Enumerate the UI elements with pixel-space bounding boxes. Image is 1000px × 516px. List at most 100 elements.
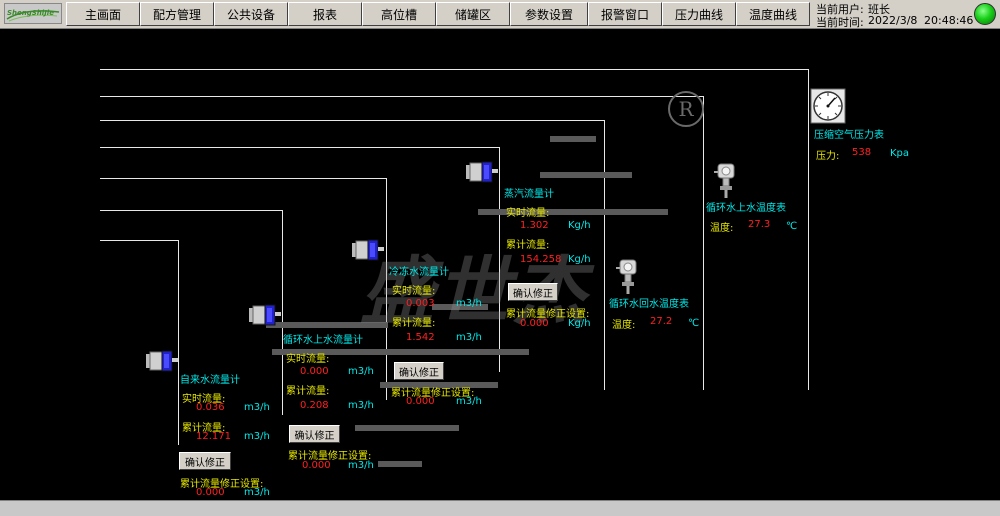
unit-label: m3/h bbox=[348, 400, 374, 411]
pipe-steam-h bbox=[100, 147, 500, 148]
pressure-label: 压力: bbox=[816, 151, 840, 162]
unit-label: Kg/h bbox=[568, 318, 591, 329]
pipe-circ-supply-flow-h bbox=[100, 210, 283, 211]
flowmeter-icon bbox=[249, 304, 281, 326]
meter-title-chilled-water: 冷冻水流量计 bbox=[389, 267, 449, 278]
pipe-compressed-air-h bbox=[100, 69, 809, 70]
unit-label: m3/h bbox=[456, 332, 482, 343]
correction-setting-label: 累计流量修正设置: bbox=[391, 388, 475, 399]
meter-title-steam: 蒸汽流量计 bbox=[504, 189, 554, 200]
nav-recipe-management[interactable]: 配方管理 bbox=[140, 2, 214, 26]
decor-bar bbox=[378, 461, 422, 467]
unit-label: m3/h bbox=[244, 431, 270, 442]
total-flow-value: 154.258 bbox=[520, 254, 562, 265]
pipe-circ-supply-flow-v bbox=[282, 210, 283, 415]
temperature-label: 温度: bbox=[612, 320, 636, 331]
temp-title-circ-return: 循环水回水温度表 bbox=[609, 299, 689, 310]
status-indicator-icon bbox=[974, 3, 996, 25]
confirm-correction-button[interactable]: 确认修正 bbox=[289, 425, 340, 443]
nav-pressure-curve[interactable]: 压力曲线 bbox=[662, 2, 736, 26]
nav-report[interactable]: 报表 bbox=[288, 2, 362, 26]
flowmeter-icon bbox=[352, 239, 384, 261]
nav-parameter-settings[interactable]: 参数设置 bbox=[510, 2, 588, 26]
current-user-value: 班长 bbox=[868, 3, 890, 16]
temperature-sensor-icon bbox=[616, 259, 637, 294]
correction-setting-value[interactable]: 0.000 bbox=[406, 396, 435, 407]
realtime-flow-value: 0.000 bbox=[300, 366, 329, 377]
correction-setting-value[interactable]: 0.000 bbox=[520, 318, 549, 329]
decor-bar bbox=[550, 136, 596, 142]
nav-temperature-curve[interactable]: 温度曲线 bbox=[736, 2, 810, 26]
confirm-correction-button[interactable]: 确认修正 bbox=[179, 452, 231, 470]
nav-public-equipment[interactable]: 公共设备 bbox=[214, 2, 288, 26]
current-time-value: 20:48:46 bbox=[924, 14, 974, 27]
decor-bar bbox=[272, 349, 529, 355]
current-date-value: 2022/3/8 bbox=[868, 14, 918, 27]
decor-bar bbox=[266, 322, 388, 328]
nav-alarm-window[interactable]: 报警窗口 bbox=[588, 2, 662, 26]
decor-bar bbox=[478, 209, 668, 215]
nav-tank-farm[interactable]: 储罐区 bbox=[436, 2, 510, 26]
pipe-chilled-water-h bbox=[100, 178, 387, 179]
pipe-compressed-air-v bbox=[808, 69, 809, 390]
pressure-unit: Kpa bbox=[890, 148, 910, 159]
temperature-sensor-icon bbox=[714, 163, 735, 198]
meter-title-tap-water: 自来水流量计 bbox=[180, 375, 240, 386]
decor-bar bbox=[380, 382, 498, 388]
pipe-circ-return-temp-v bbox=[604, 120, 605, 390]
decor-bar bbox=[355, 425, 459, 431]
correction-setting-label: 累计流量修正设置: bbox=[180, 479, 264, 490]
unit-label: m3/h bbox=[244, 402, 270, 413]
total-flow-label: 累计流量: bbox=[182, 423, 226, 434]
unit-celsius: ℃ bbox=[688, 318, 700, 329]
correction-setting-label: 累计流量修正设置: bbox=[288, 451, 372, 462]
pressure-gauge-icon bbox=[810, 88, 846, 124]
confirm-correction-button[interactable]: 确认修正 bbox=[394, 362, 444, 380]
pressure-value: 538 bbox=[852, 147, 872, 158]
temperature-label: 温度: bbox=[710, 223, 734, 234]
total-flow-value: 0.208 bbox=[300, 400, 329, 411]
current-user-label: 当前用户: bbox=[816, 3, 864, 16]
realtime-flow-label: 实时流量: bbox=[392, 286, 436, 297]
decor-bar bbox=[432, 304, 488, 310]
unit-label: m3/h bbox=[348, 366, 374, 377]
unit-label: m3/h bbox=[456, 298, 482, 309]
realtime-flow-value: 0.036 bbox=[196, 402, 225, 413]
decor-bar bbox=[540, 172, 632, 178]
logo-swoosh-icon bbox=[6, 10, 60, 22]
realtime-flow-value: 0.003 bbox=[406, 298, 435, 309]
flowmeter-icon bbox=[466, 161, 498, 183]
unit-label: m3/h bbox=[244, 487, 270, 498]
correction-setting-label: 累计流量修正设置: bbox=[506, 309, 590, 320]
pipe-circ-supply-temp-v bbox=[703, 96, 704, 390]
meter-title-circ-supply: 循环水上水流量计 bbox=[283, 335, 363, 346]
total-flow-value: 12.171 bbox=[196, 431, 231, 442]
temperature-value: 27.2 bbox=[650, 316, 673, 327]
pipe-tap-water-h bbox=[100, 240, 179, 241]
pressure-title: 压缩空气压力表 bbox=[814, 130, 884, 141]
pipe-chilled-water-v bbox=[386, 178, 387, 400]
total-flow-value: 1.542 bbox=[406, 332, 435, 343]
confirm-correction-button[interactable]: 确认修正 bbox=[508, 283, 558, 301]
realtime-flow-value: 1.302 bbox=[520, 220, 549, 231]
top-menu-bar: ShengShiJie 主画面 配方管理 公共设备 报表 高位槽 储罐区 参数设… bbox=[0, 0, 1000, 29]
current-time-label: 当前时间: bbox=[816, 16, 864, 29]
realtime-flow-label: 实时流量: bbox=[506, 208, 550, 219]
nav-main-screen[interactable]: 主画面 bbox=[66, 2, 140, 26]
unit-celsius: ℃ bbox=[786, 221, 798, 232]
temperature-value: 27.3 bbox=[748, 219, 771, 230]
unit-label: Kg/h bbox=[568, 254, 591, 265]
logo-text: ShengShiJie bbox=[7, 9, 54, 17]
nav-high-tank[interactable]: 高位槽 bbox=[362, 2, 436, 26]
correction-setting-value[interactable]: 0.000 bbox=[302, 460, 331, 471]
pipe-steam-v bbox=[499, 147, 500, 372]
temp-title-circ-supply: 循环水上水温度表 bbox=[706, 203, 786, 214]
unit-label: Kg/h bbox=[568, 220, 591, 231]
realtime-flow-label: 实时流量: bbox=[286, 354, 330, 365]
pipe-circ-supply-temp-h bbox=[100, 96, 704, 97]
correction-setting-value[interactable]: 0.000 bbox=[196, 487, 225, 498]
company-logo: ShengShiJie bbox=[4, 3, 62, 24]
total-flow-label: 累计流量: bbox=[506, 240, 550, 251]
realtime-flow-label: 实时流量: bbox=[182, 394, 226, 405]
pipe-circ-return-temp-h bbox=[100, 120, 605, 121]
